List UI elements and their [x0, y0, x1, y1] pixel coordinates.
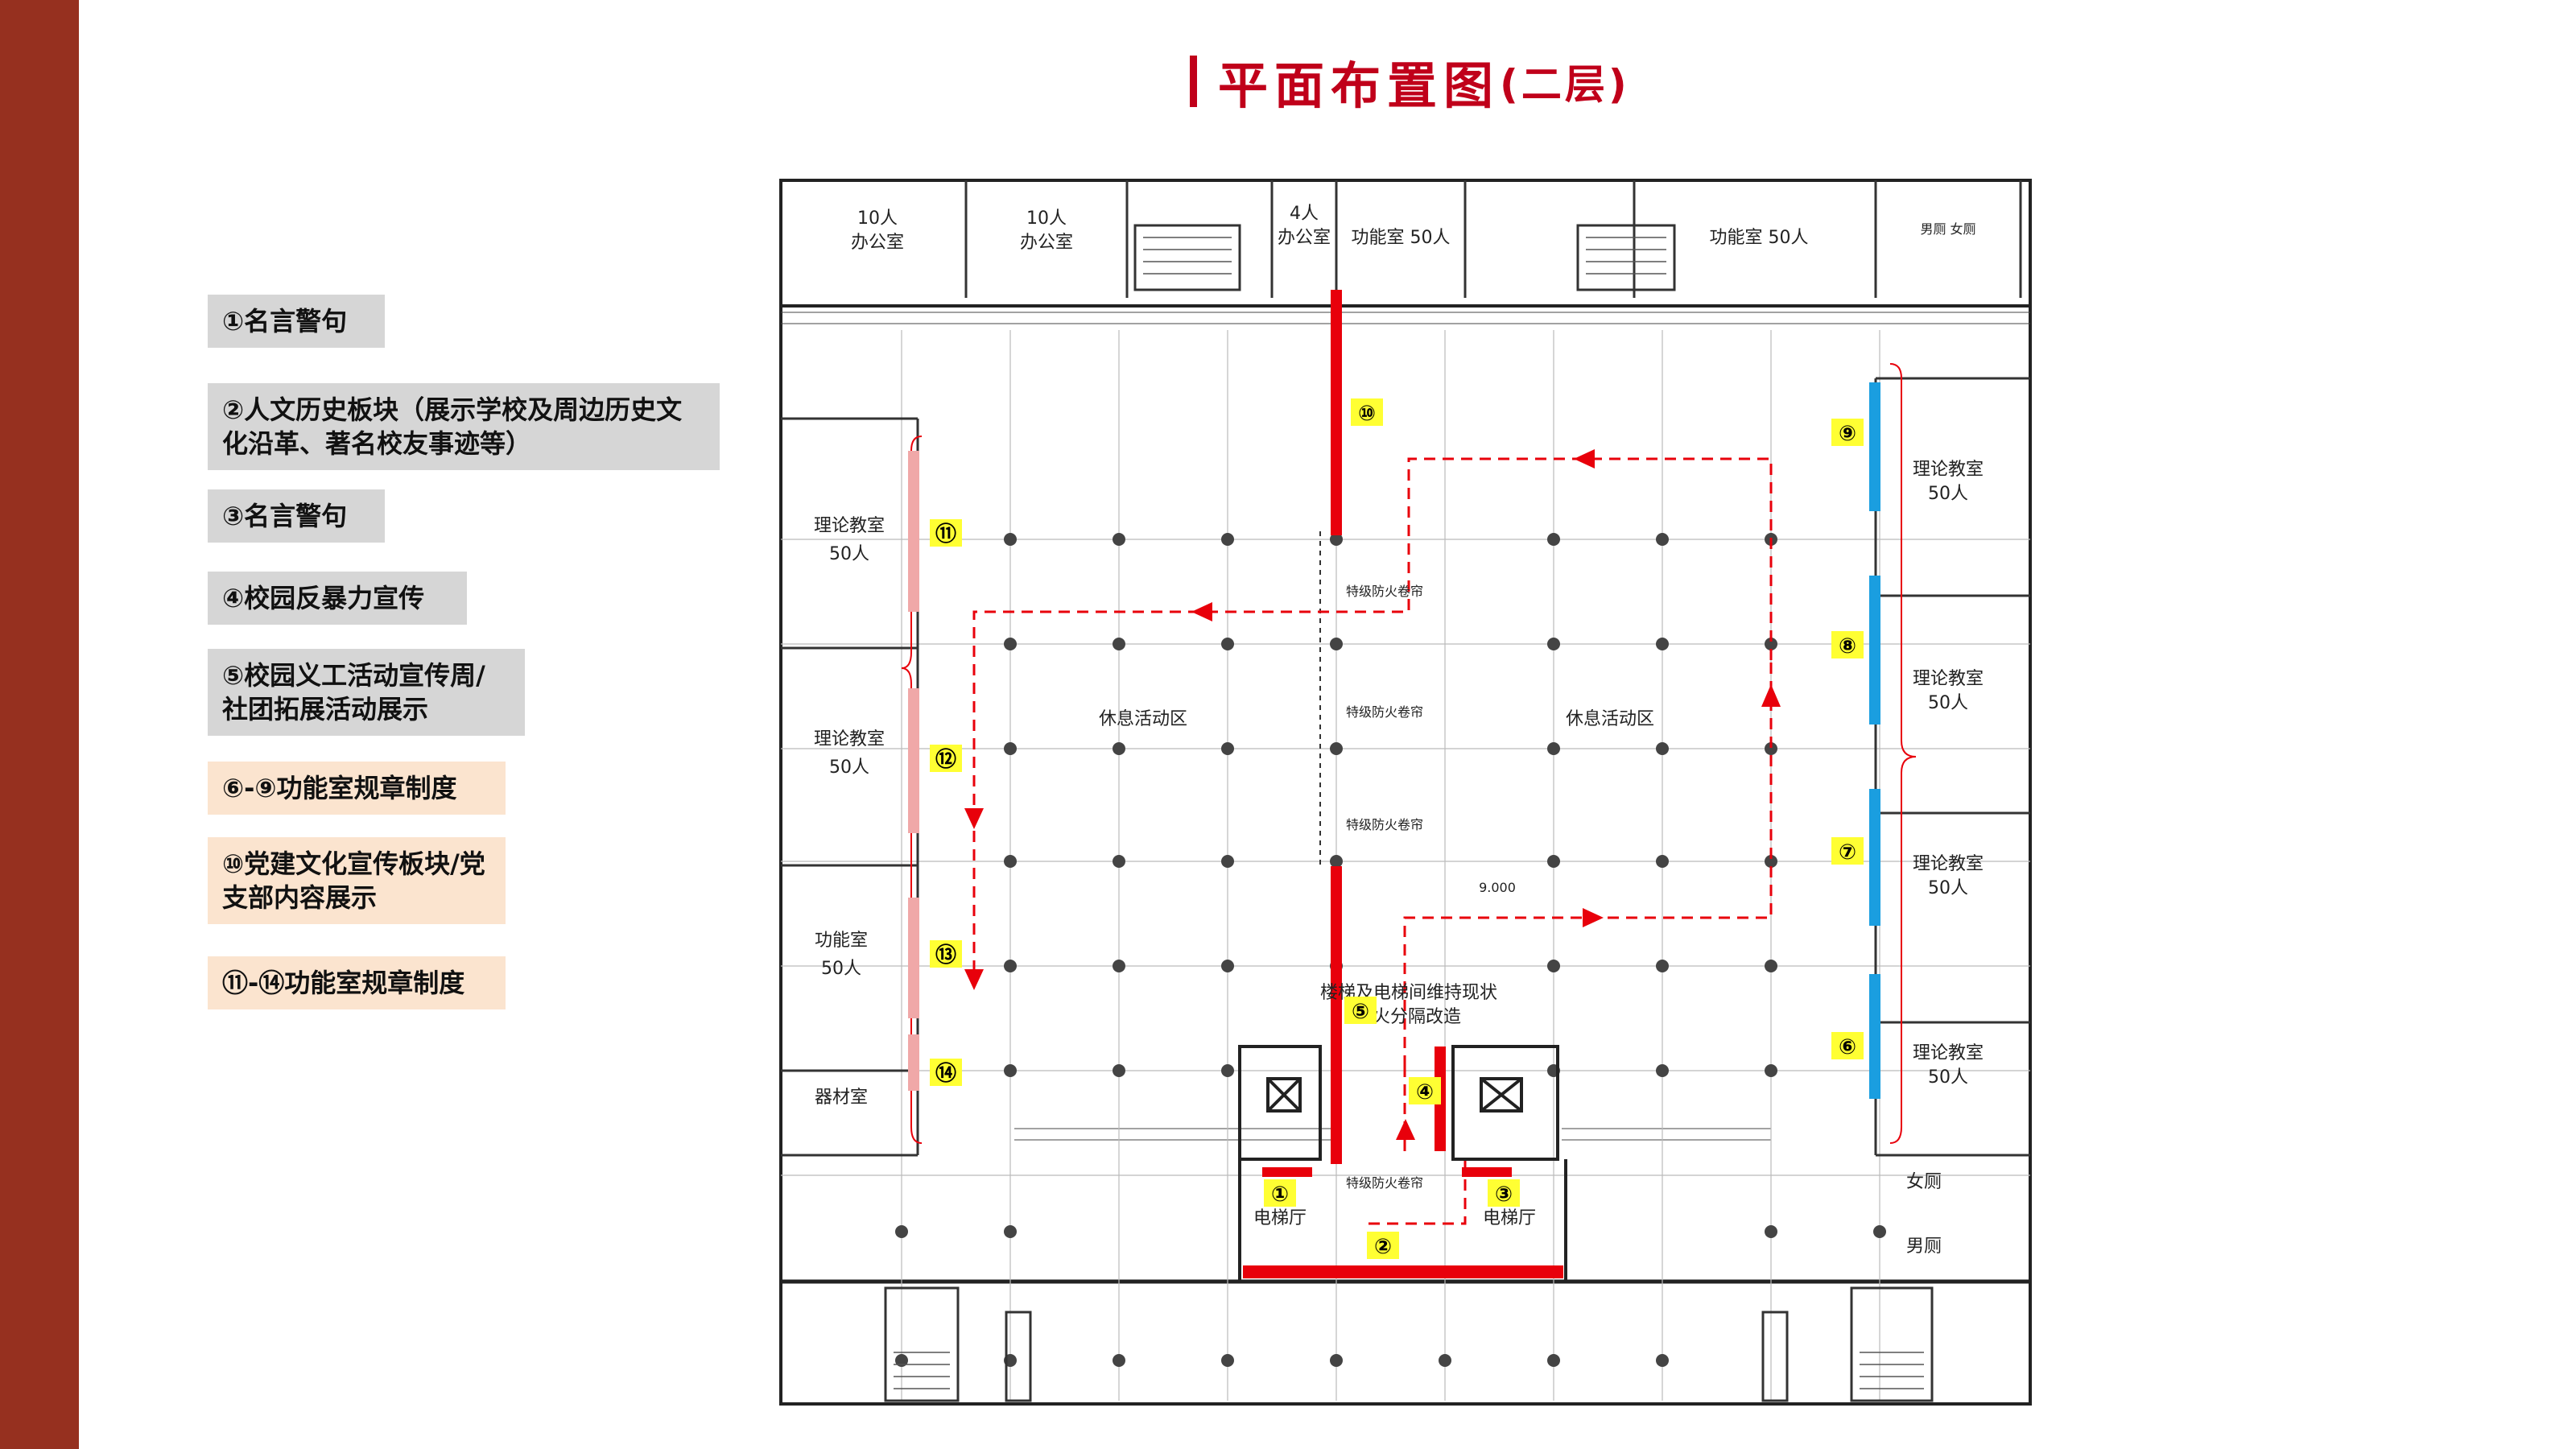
badge-12: ⑫	[930, 745, 962, 772]
svg-text:④: ④	[1416, 1080, 1434, 1104]
elev-hall-right: 电梯厅	[1483, 1208, 1536, 1228]
pink-panels	[908, 451, 919, 1091]
badge-6: ⑥	[1831, 1032, 1864, 1059]
svg-text:②: ②	[1374, 1235, 1392, 1259]
legend-item-7: ⑩党建文化宣传板块/党支部内容展示	[208, 837, 506, 924]
badge-11: ⑪	[930, 519, 962, 547]
brackets	[901, 363, 1917, 1144]
svg-text:⑨: ⑨	[1839, 422, 1856, 446]
badge-5: ⑤	[1344, 997, 1377, 1024]
svg-text:③: ③	[1495, 1183, 1513, 1207]
right-room4-name: 理论教室	[1913, 1043, 1984, 1063]
shutter-label-4: 特级防火卷帘	[1346, 1175, 1423, 1191]
left-room2-cap: 50人	[829, 758, 869, 778]
badge-2: ②	[1367, 1232, 1399, 1259]
elev-hall-left: 电梯厅	[1253, 1208, 1307, 1228]
svg-text:⑩: ⑩	[1358, 402, 1376, 426]
columns	[895, 533, 1886, 1367]
badges: ① ② ③ ④ ⑤ ⑥ ⑦ ⑧ ⑨ ⑩ ⑪ ⑫ ⑬ ⑭	[930, 398, 1864, 1259]
title-main: 平面布置图	[1218, 56, 1501, 115]
badge-4: ④	[1409, 1077, 1441, 1104]
office3-name: 办公室	[1278, 228, 1331, 248]
svg-text:⑦: ⑦	[1839, 840, 1856, 865]
bottom-stairs	[884, 1286, 1934, 1402]
elevation-mark: 9.000	[1479, 880, 1516, 895]
right-room1-name: 理论教室	[1913, 460, 1984, 480]
blue-panels	[1869, 382, 1880, 1099]
elevator-note-2: 火分隔改造	[1373, 1007, 1461, 1027]
svg-text:⑫: ⑫	[935, 747, 956, 772]
svg-text:⑧: ⑧	[1839, 634, 1856, 658]
legend-item-2: ②人文历史板块（展示学校及周边历史文化沿革、著名校友事迹等）	[208, 383, 720, 470]
office2-name: 办公室	[1020, 233, 1073, 253]
route-arrows	[964, 449, 1781, 1140]
legend-item-6: ⑥-⑨功能室规章制度	[208, 762, 506, 815]
rest-area-right: 休息活动区	[1566, 709, 1654, 729]
legend-item-1: ①名言警句	[208, 295, 385, 348]
red-panels	[1243, 290, 1563, 1278]
left-room2-name: 理论教室	[814, 729, 885, 749]
badge-9: ⑨	[1831, 419, 1864, 446]
title-suffix: (二层)	[1500, 61, 1630, 108]
rest-area-left: 休息活动区	[1099, 709, 1187, 729]
top-rooms	[964, 180, 2022, 298]
page-title: 平面布置图 (二层)	[1190, 50, 1630, 115]
svg-text:⑤: ⑤	[1352, 1000, 1369, 1024]
elevator-cores	[1238, 1045, 1567, 1282]
func1-label: 功能室 50人	[1352, 228, 1451, 248]
right-room4-cap: 50人	[1928, 1067, 1968, 1088]
stair-hatch-bottom	[894, 1352, 1924, 1389]
room-labels: 10人 办公室 10人 办公室 4人 办公室 功能室 50人 功能室 50人 男…	[814, 204, 1984, 1257]
badge-7: ⑦	[1831, 837, 1864, 865]
svg-text:⑭: ⑭	[935, 1061, 956, 1086]
office2-cap: 10人	[1026, 208, 1067, 229]
dimension-strips	[781, 312, 2030, 1141]
func2-label: 功能室 50人	[1710, 228, 1809, 248]
outer-walls	[779, 179, 2032, 1406]
shutter-label-2: 特级防火卷帘	[1346, 704, 1423, 720]
shutter-label-3: 特级防火卷帘	[1346, 817, 1423, 832]
legend-item-3: ③名言警句	[208, 489, 385, 543]
svg-text:⑪: ⑪	[935, 522, 956, 547]
shutter-label-1: 特级防火卷帘	[1346, 584, 1423, 599]
wc-top-label: 男厕 女厕	[1920, 221, 1975, 237]
left-room3-cap: 50人	[821, 959, 861, 979]
office1-name: 办公室	[851, 233, 904, 253]
badge-1: ①	[1264, 1179, 1296, 1207]
svg-text:⑥: ⑥	[1839, 1035, 1856, 1059]
svg-text:①: ①	[1271, 1183, 1289, 1207]
right-room3-cap: 50人	[1928, 878, 1968, 898]
right-room2-name: 理论教室	[1913, 669, 1984, 689]
badge-14: ⑭	[930, 1059, 962, 1086]
left-room1-name: 理论教室	[814, 516, 885, 536]
floor-plan-drawing: 10人 办公室 10人 办公室 4人 办公室 功能室 50人 功能室 50人 男…	[773, 177, 2037, 1409]
badge-3: ③	[1488, 1179, 1520, 1207]
right-room1-cap: 50人	[1928, 484, 1968, 504]
legend-item-4: ④校园反暴力宣传	[208, 572, 467, 625]
wc-female: 女厕	[1906, 1172, 1942, 1192]
office3-cap: 4人	[1290, 204, 1319, 224]
office1-cap: 10人	[857, 208, 898, 229]
wc-male: 男厕	[1906, 1236, 1942, 1257]
left-room3-name: 功能室	[815, 931, 868, 951]
floor-plan: 10人 办公室 10人 办公室 4人 办公室 功能室 50人 功能室 50人 男…	[773, 177, 2037, 1409]
title-accent-bar	[1190, 56, 1197, 107]
right-room3-name: 理论教室	[1913, 854, 1984, 874]
badge-13: ⑬	[930, 940, 962, 968]
stair-hatch-top	[1143, 237, 1666, 275]
svg-text:⑬: ⑬	[935, 943, 956, 968]
left-room4-name: 器材室	[815, 1088, 868, 1108]
visitor-route	[972, 457, 1773, 1225]
legend-item-8: ⑪-⑭功能室规章制度	[208, 956, 506, 1009]
left-room1-cap: 50人	[829, 544, 869, 564]
right-room2-cap: 50人	[1928, 693, 1968, 713]
sidebar-band	[0, 0, 79, 1449]
badge-8: ⑧	[1831, 631, 1864, 658]
legend-item-5: ⑤校园义工活动宣传周/社团拓展活动展示	[208, 649, 525, 736]
badge-10: ⑩	[1351, 398, 1383, 426]
